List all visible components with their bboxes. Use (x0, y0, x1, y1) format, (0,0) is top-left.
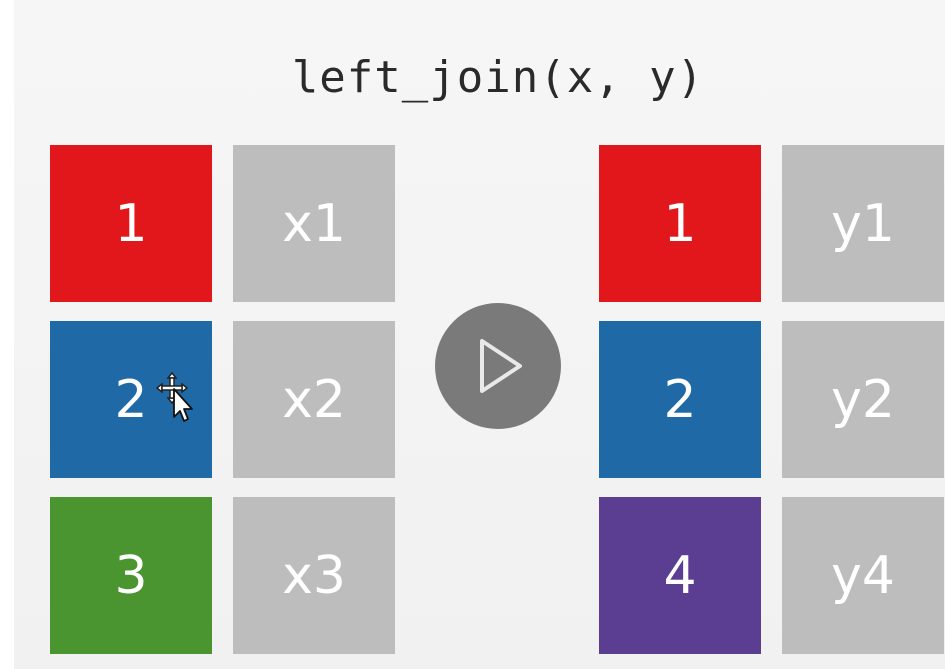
y-value-cell: y2 (782, 321, 944, 478)
y-key-cell: 2 (599, 321, 761, 478)
x-value-cell: x1 (233, 145, 395, 302)
x-value-cell: x2 (233, 321, 395, 478)
x-key-cell: 3 (50, 497, 212, 654)
play-button[interactable] (435, 303, 561, 429)
x-value-cell: x3 (233, 497, 395, 654)
y-value-cell: y1 (782, 145, 944, 302)
move-cursor-icon (155, 371, 193, 422)
y-key-cell: 4 (599, 497, 761, 654)
x-key-cell: 2 (50, 321, 212, 478)
x-key-cell: 1 (50, 145, 212, 302)
page-title: left_join(x, y) (291, 52, 705, 103)
y-key-cell: 1 (599, 145, 761, 302)
play-icon (480, 339, 522, 393)
left-border (0, 0, 14, 669)
y-value-cell: y4 (782, 497, 944, 654)
